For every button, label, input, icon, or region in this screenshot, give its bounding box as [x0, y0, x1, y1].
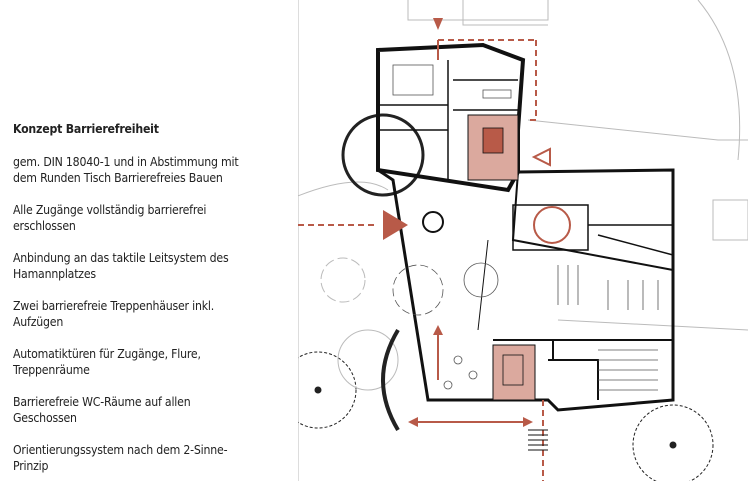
- concept-item: Alle Zugänge vollständig barrierefrei er…: [13, 203, 207, 233]
- accessible-route: [298, 39, 571, 481]
- site-context: [298, 0, 748, 481]
- tree-icon: [298, 257, 714, 481]
- concept-item: Barrierefreie WC-Räume auf allen Geschos…: [13, 395, 191, 425]
- outdoor-stairs: [528, 429, 548, 451]
- stair-core: [467, 114, 536, 401]
- furniture: [392, 64, 659, 391]
- entrance-arrow-icon: [383, 18, 533, 427]
- concept-item: Automatiktüren für Zugänge, Flure, Trepp…: [13, 347, 201, 377]
- concept-item: Zwei barrierefreie Treppenhäuser inkl. A…: [13, 299, 214, 329]
- concept-item: Anbindung an das taktile Leitsystem des …: [13, 251, 229, 281]
- concept-item: gem. DIN 18040-1 und in Abstimmung mit d…: [13, 155, 239, 185]
- concept-item: Orientierungssystem nach dem 2-Sinne-Pri…: [13, 443, 228, 473]
- entrance-marker-icon: [531, 147, 551, 167]
- accessibility-concept: Konzept Barrierefreiheit gem. DIN 18040-…: [13, 121, 253, 490]
- concept-heading: Konzept Barrierefreiheit: [13, 122, 159, 136]
- floor-plan: [298, 0, 748, 481]
